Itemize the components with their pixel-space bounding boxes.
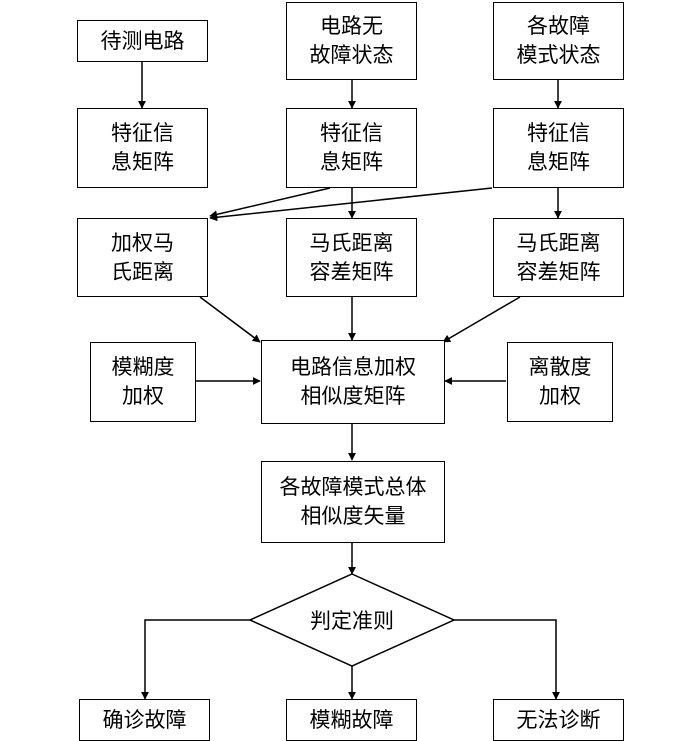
node-feature-matrix-1-line-2: 息矩阵 xyxy=(111,150,174,174)
node-mahal-tolerance-2-line-2: 容差矩阵 xyxy=(516,259,601,284)
node-dispersion-weighting-line-1: 离散度 xyxy=(528,355,592,379)
node-mahal-tolerance-2-line-1: 马氏距离 xyxy=(516,230,601,255)
node-fuzzy-weighting-line-2: 加权 xyxy=(122,384,164,408)
node-fuzzy-weighting: 模糊度 加权 xyxy=(90,342,196,422)
decision-rule-label: 判定准则 xyxy=(310,609,394,633)
node-feature-matrix-3-line-2: 息矩阵 xyxy=(527,150,590,174)
node-fuzzy-fault-text: 模糊故障 xyxy=(309,707,394,732)
node-fuzzy-weighting-line-1: 模糊度 xyxy=(111,355,175,379)
node-fault-mode-states-line-1: 各故障 xyxy=(527,14,590,38)
node-feature-matrix-1: 特征信 息矩阵 xyxy=(77,108,208,188)
node-mahal-tolerance-2: 马氏距离 容差矩阵 xyxy=(493,218,624,297)
arrow-decision-to-confirm xyxy=(141,619,250,700)
arrow-tolerance2-to-similarity xyxy=(442,296,521,343)
arrow-feature3-to-weighted xyxy=(209,187,493,222)
node-circuit-under-test-text: 待测电路 xyxy=(100,28,185,53)
node-info-weighted-similarity: 电路信息加权 相似度矩阵 xyxy=(261,340,445,424)
node-mahal-tolerance-1: 马氏距离 容差矩阵 xyxy=(286,218,417,297)
node-dispersion-weighting: 离散度 加权 xyxy=(507,342,613,422)
node-feature-matrix-2-line-2: 息矩阵 xyxy=(320,150,383,174)
node-feature-matrix-1-line-1: 特征信 xyxy=(111,121,174,145)
arrow-decision-to-undiagnosable xyxy=(454,619,560,700)
node-confirm-fault: 确诊故障 xyxy=(79,699,210,741)
node-fuzzy-fault: 模糊故障 xyxy=(286,699,417,741)
node-weighted-mahalanobis-line-2: 氏距离 xyxy=(111,259,174,284)
node-feature-matrix-2-line-1: 特征信 xyxy=(320,121,383,145)
node-mahal-tolerance-1-line-2: 容差矩阵 xyxy=(309,259,394,284)
node-feature-matrix-3-line-1: 特征信 xyxy=(527,121,590,145)
node-cannot-diagnose-text: 无法诊断 xyxy=(516,707,601,732)
node-circuit-under-test: 待测电路 xyxy=(77,20,208,62)
node-weighted-mahalanobis: 加权马 氏距离 xyxy=(77,218,208,297)
node-overall-similarity-vector-line-2: 相似度矢量 xyxy=(300,504,406,528)
node-overall-similarity-vector: 各故障模式总体 相似度矢量 xyxy=(261,461,445,543)
node-fault-mode-states-line-2: 模式状态 xyxy=(516,43,601,67)
node-info-weighted-similarity-line-1: 电路信息加权 xyxy=(290,355,416,379)
node-feature-matrix-3: 特征信 息矩阵 xyxy=(493,108,624,188)
node-fault-free-state-line-1: 电路无 xyxy=(320,14,383,38)
node-fault-free-state-line-2: 故障状态 xyxy=(309,43,394,67)
node-cannot-diagnose: 无法诊断 xyxy=(493,699,624,741)
node-weighted-mahalanobis-line-1: 加权马 xyxy=(111,230,174,255)
node-mahal-tolerance-1-line-1: 马氏距离 xyxy=(309,230,394,255)
node-overall-similarity-vector-line-1: 各故障模式总体 xyxy=(279,475,427,499)
node-info-weighted-similarity-line-2: 相似度矩阵 xyxy=(300,384,406,408)
node-feature-matrix-2: 特征信 息矩阵 xyxy=(286,108,417,188)
node-confirm-fault-text: 确诊故障 xyxy=(102,707,187,732)
node-dispersion-weighting-line-2: 加权 xyxy=(539,384,581,408)
arrow-feature2-to-weighted xyxy=(209,187,331,219)
node-fault-free-state: 电路无 故障状态 xyxy=(286,2,417,80)
decision-diamond xyxy=(248,573,456,667)
arrow-weighted-to-similarity xyxy=(199,296,261,343)
node-fault-mode-states: 各故障 模式状态 xyxy=(493,2,624,80)
